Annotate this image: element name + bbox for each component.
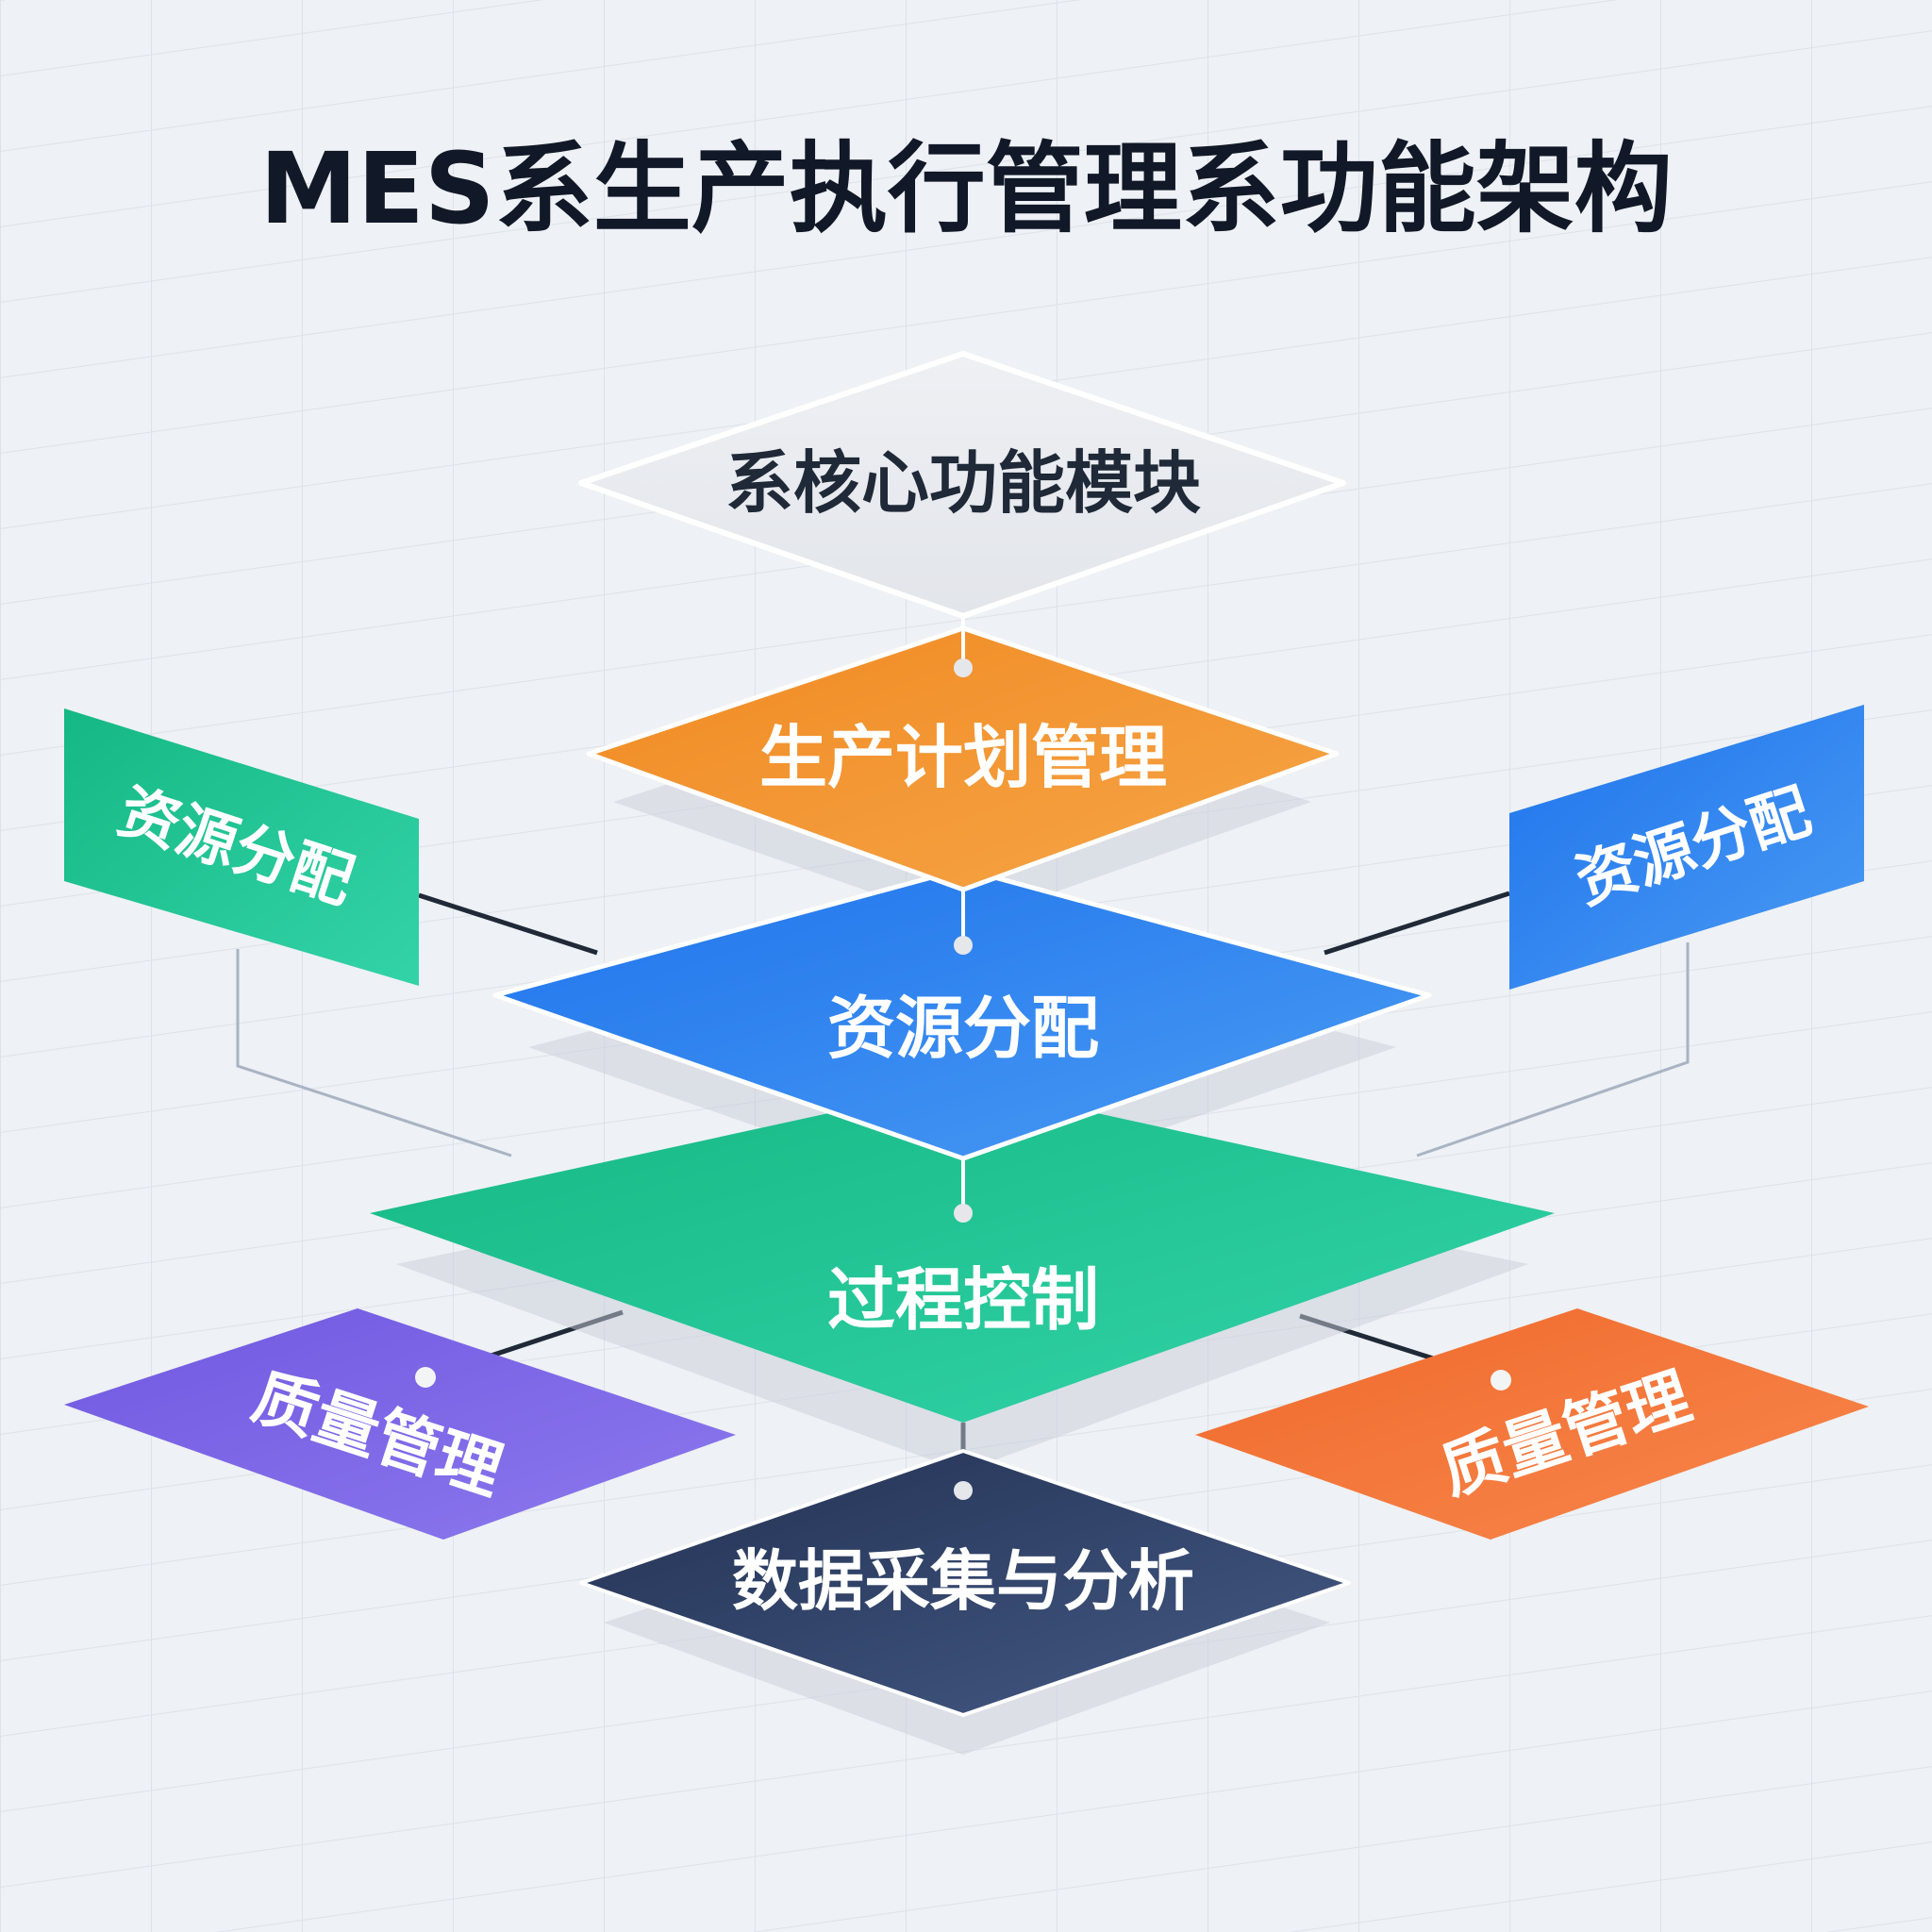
module-quality-left[interactable]: 质量管理	[64, 1308, 736, 1540]
module-data-label: 数据采集与分析	[732, 1542, 1194, 1620]
module-resource-center[interactable]: 资源分配	[492, 866, 1432, 1161]
module-process-label: 过程控制	[827, 1260, 1099, 1340]
node-dot	[954, 1204, 973, 1223]
module-plan[interactable]: 生产计划管理	[586, 625, 1340, 892]
module-resource-left[interactable]: 资源分配	[64, 708, 419, 986]
module-resource-center-label: 资源分配	[827, 989, 1099, 1068]
node-dot	[954, 936, 973, 955]
module-resource-right[interactable]: 资源分配	[1509, 705, 1864, 990]
module-process[interactable]: 过程控制	[370, 1084, 1555, 1423]
vertical-links	[415, 618, 1511, 1500]
module-core-label: 系核心功能模块	[725, 443, 1201, 523]
node-dot	[1491, 1370, 1511, 1391]
page-title: MES系生产执行管理系功能架构	[259, 131, 1672, 246]
node-dot	[954, 658, 973, 677]
module-data[interactable]: 数据采集与分析	[579, 1449, 1351, 1717]
node-dot	[415, 1367, 436, 1388]
module-plan-label: 生产计划管理	[759, 718, 1167, 797]
node-dot	[954, 1481, 973, 1500]
module-core[interactable]: 系核心功能模块	[578, 351, 1346, 619]
